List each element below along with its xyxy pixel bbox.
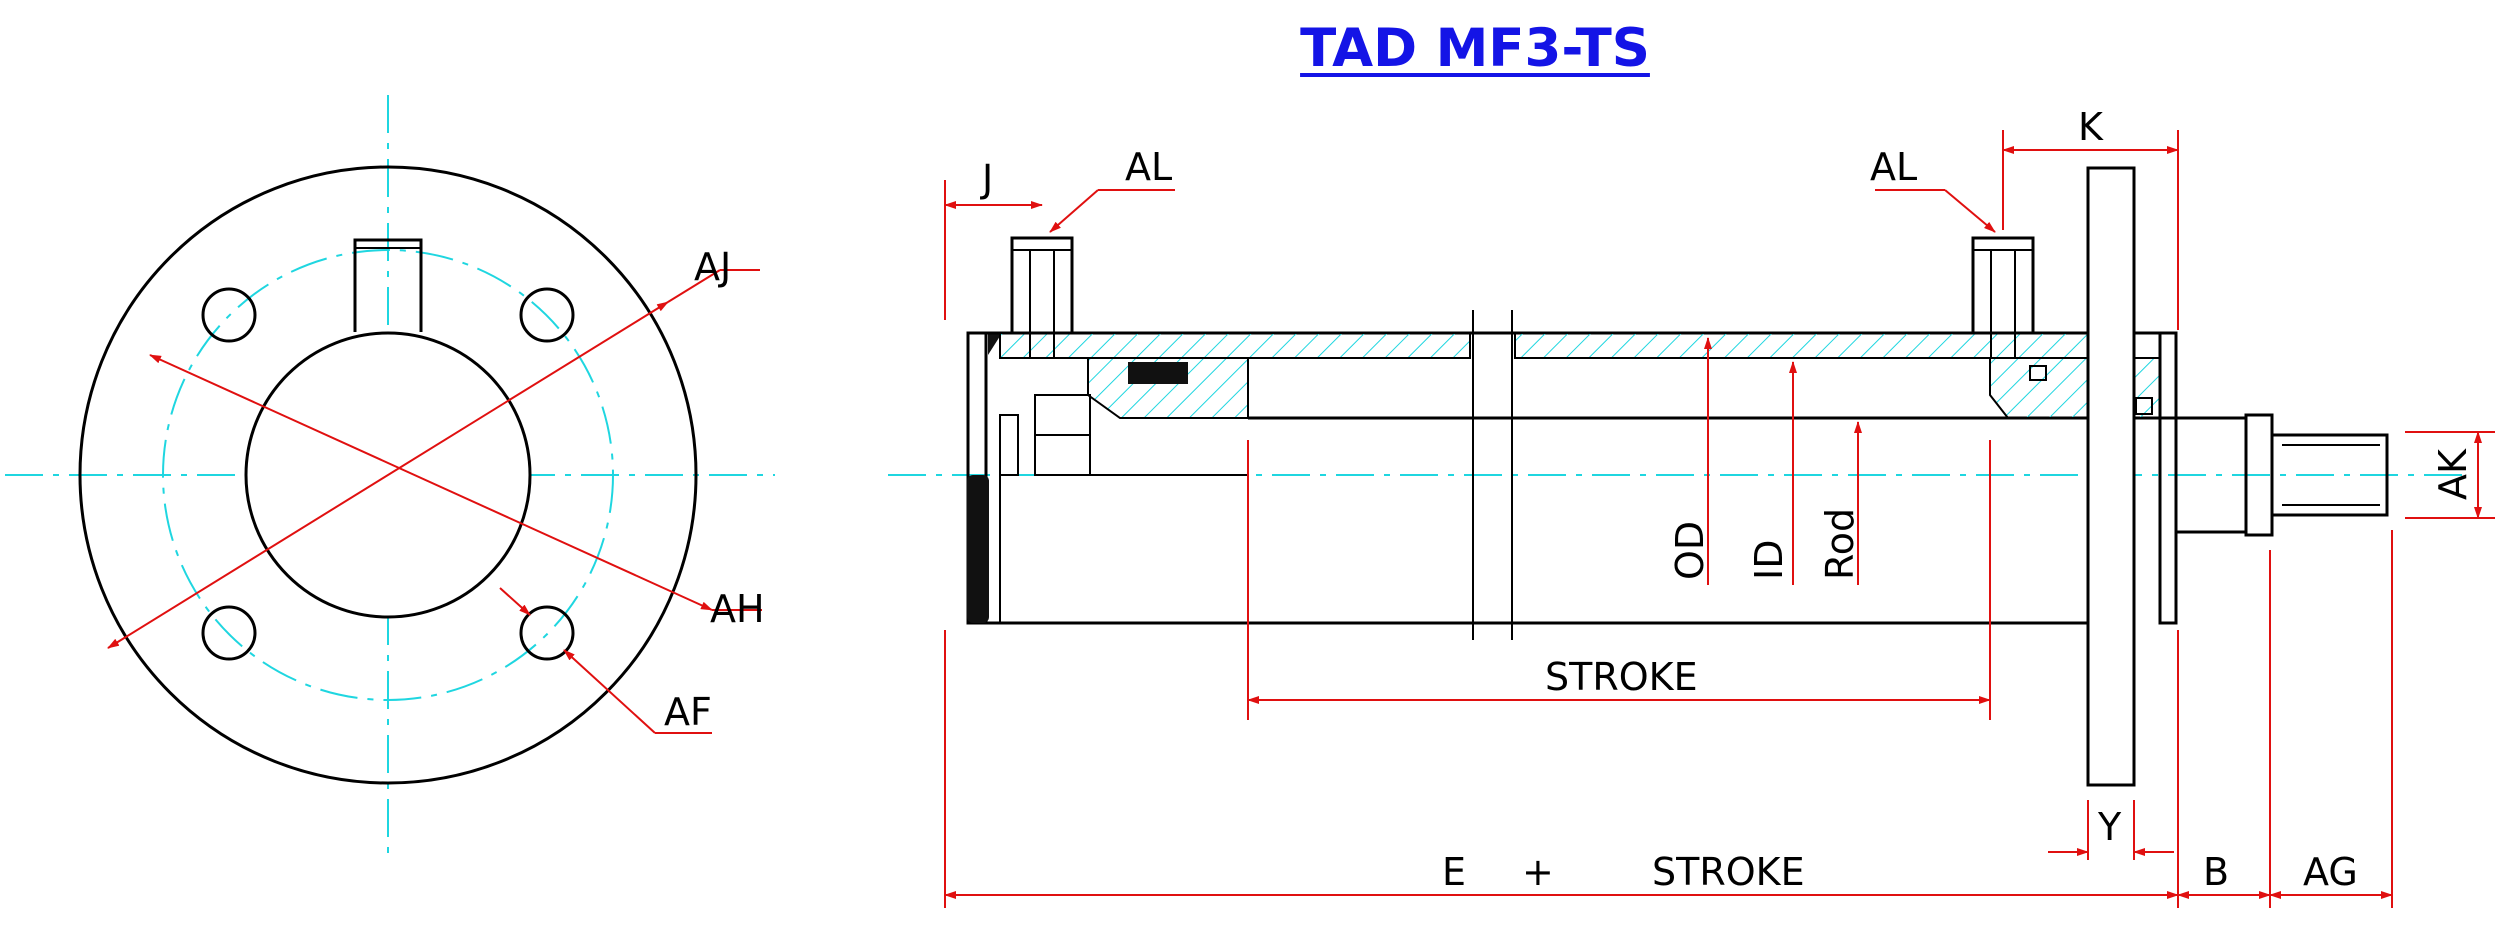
port-right xyxy=(1971,236,2035,335)
dim-label-plus: + xyxy=(1522,850,1554,894)
ah-dimension-line xyxy=(149,354,713,611)
side-view: J AL AL K OD ID Rod AK STROKE xyxy=(888,105,2495,908)
al-right-leader xyxy=(1944,189,1996,233)
port-left xyxy=(1010,236,1074,335)
mounting-flange xyxy=(2086,166,2136,787)
end-cap-seal xyxy=(967,475,989,623)
dim-label-e: E xyxy=(1442,850,1466,894)
af-dimension-line xyxy=(499,587,531,616)
barrel-wall xyxy=(1514,332,2091,359)
dim-label-al-left: AL xyxy=(1125,145,1172,189)
dim-label-al-right: AL xyxy=(1870,145,1917,189)
dim-label-aj: AJ xyxy=(694,245,731,289)
end-view: AJ AH AF xyxy=(5,95,775,860)
dim-label-j: J xyxy=(980,157,993,201)
dim-label-ah: AH xyxy=(710,587,765,631)
port-boss xyxy=(353,238,423,332)
barrel-wall xyxy=(999,332,1471,359)
dim-label-rod: Rod xyxy=(1818,508,1862,580)
dim-label-id: ID xyxy=(1747,540,1791,580)
dim-label-ag: AG xyxy=(2303,850,2358,894)
rod-thread xyxy=(2270,433,2389,517)
dim-label-b: B xyxy=(2203,850,2229,894)
dim-label-od: OD xyxy=(1668,521,1712,580)
dim-label-k: K xyxy=(2078,105,2104,149)
piston-seal xyxy=(1128,362,1188,384)
head-cap xyxy=(2158,331,2178,625)
al-left-leader xyxy=(1049,189,1099,233)
dim-label-y: Y xyxy=(2097,805,2122,849)
dim-label-stroke-total: STROKE xyxy=(1652,850,1805,894)
drawing-title[interactable]: TAD MF3-TS xyxy=(1300,18,1650,79)
dim-label-stroke: STROKE xyxy=(1545,655,1698,699)
dim-label-ak: AK xyxy=(2431,448,2475,500)
dim-label-af: AF xyxy=(664,690,712,734)
